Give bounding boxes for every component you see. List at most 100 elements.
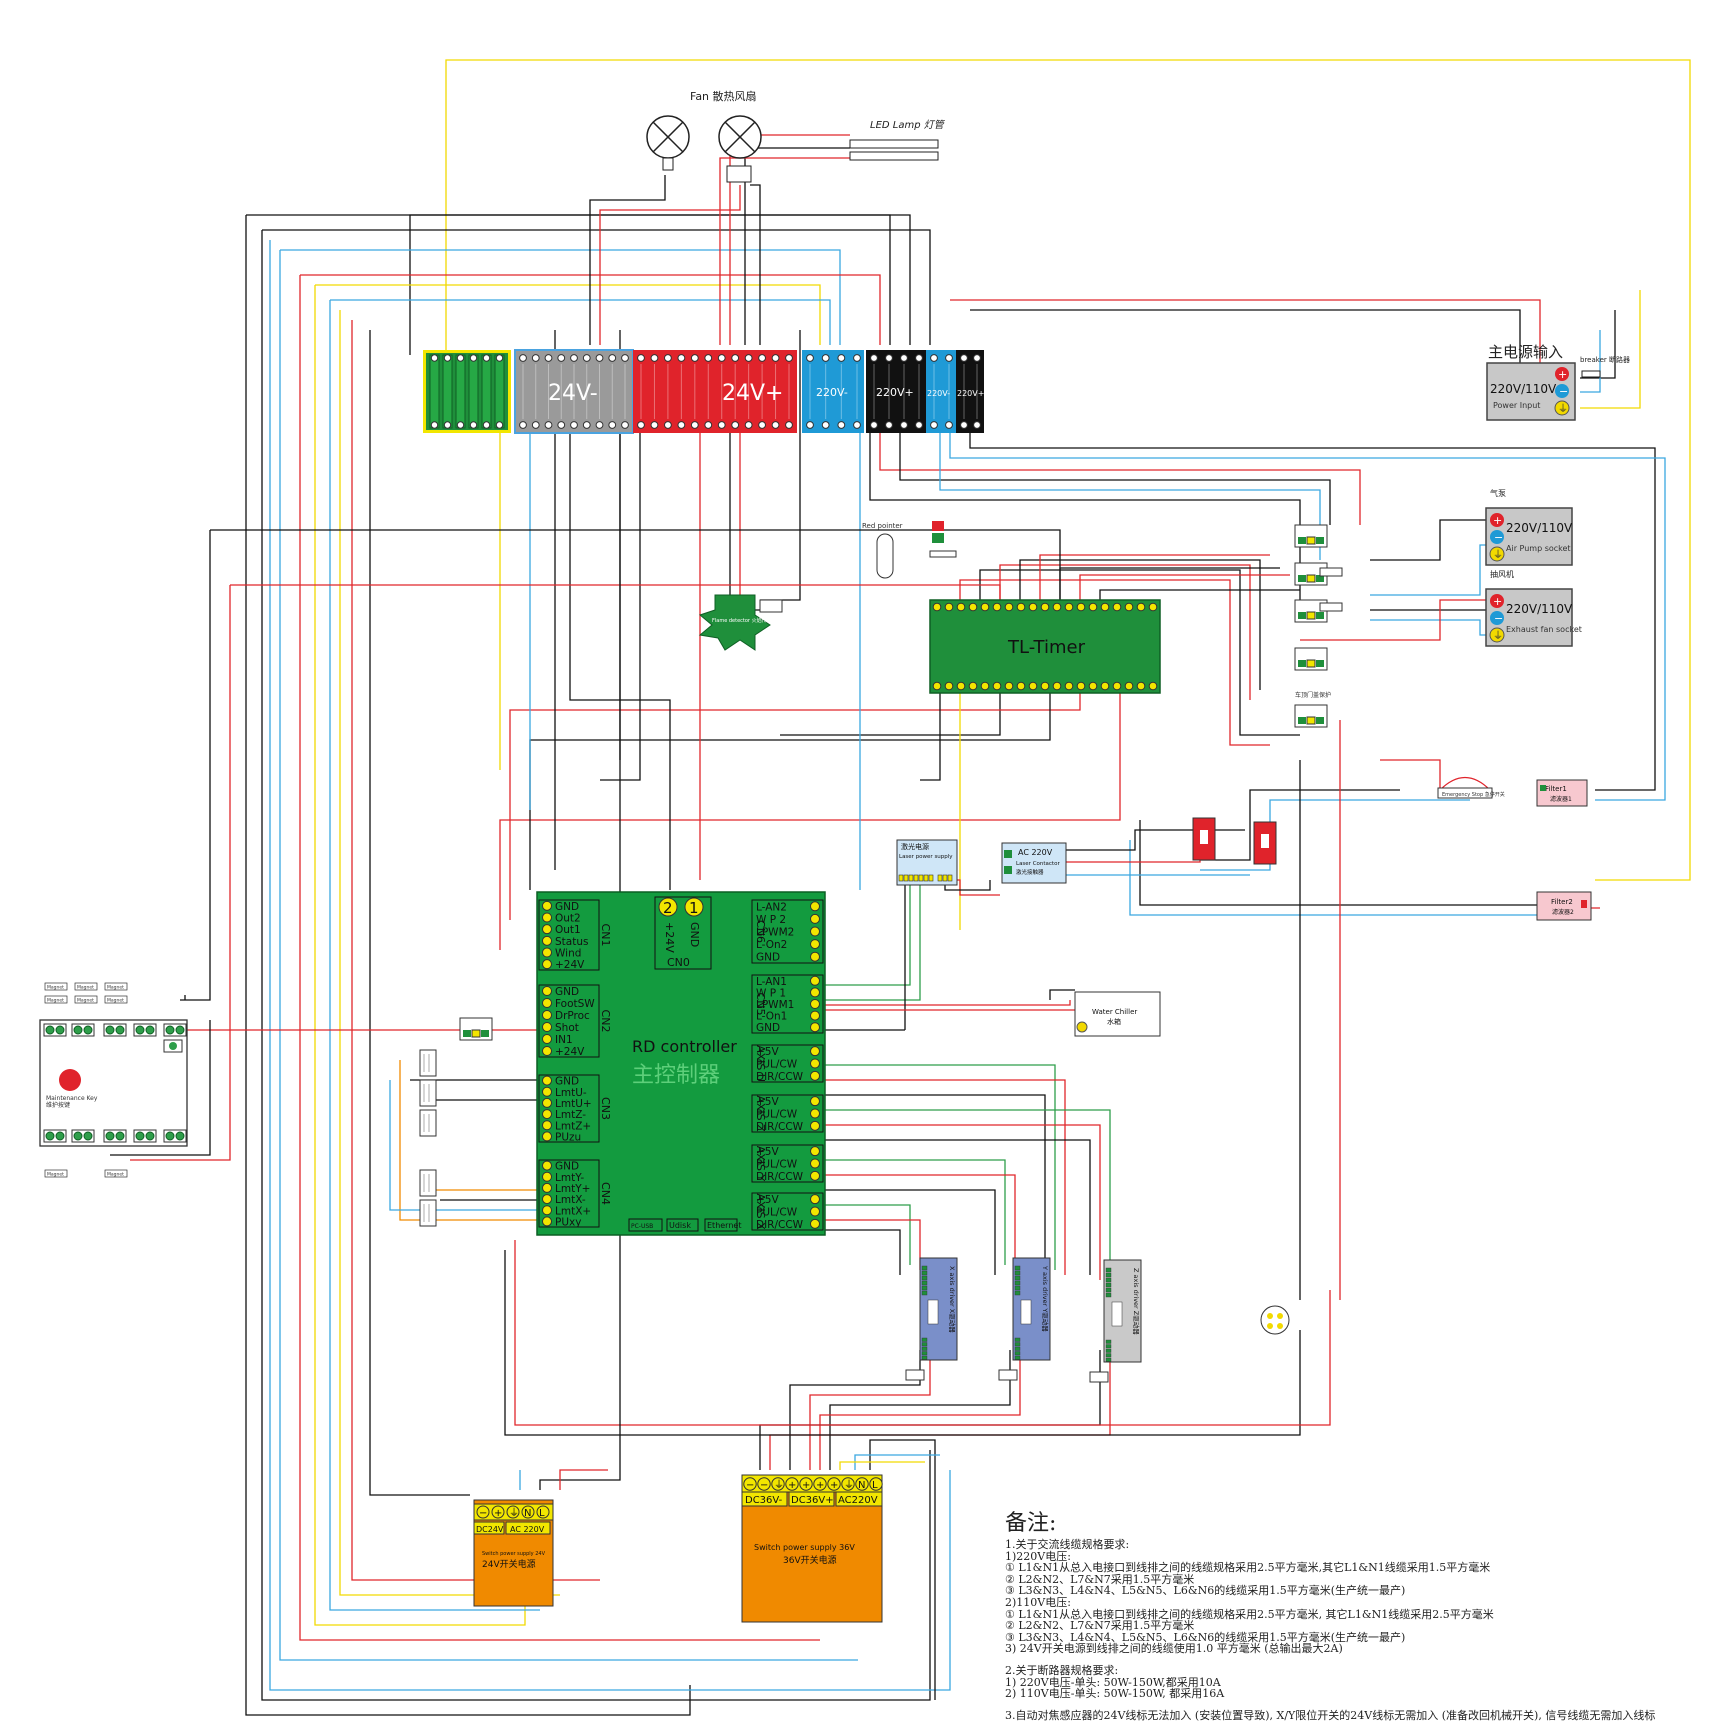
- flame-label: Flame detector 火焰传感器: [712, 617, 777, 624]
- busbar-green-strip: [442, 354, 453, 429]
- terminal-pin-icon: [980, 681, 990, 691]
- magnet-label: Magnet: [107, 1172, 124, 1178]
- terminal-pin-icon: [542, 1160, 552, 1171]
- pin-label: +24V: [555, 959, 585, 971]
- terminal-pin-icon: [542, 959, 552, 970]
- terminal-screw-icon: [664, 421, 672, 429]
- notes-title: 备注:: [1005, 1511, 1057, 1536]
- fan-label: Fan 散热风扇: [690, 89, 757, 103]
- psu-terminal-icon: [869, 1477, 883, 1491]
- terminal-pin-icon: [992, 602, 1002, 612]
- relays: 车顶门盖保护: [1294, 524, 1343, 728]
- pin-label: LmtZ-: [555, 1109, 586, 1121]
- terminal-pin-icon: [1136, 681, 1146, 691]
- terminal-pin-icon: [542, 1120, 552, 1131]
- psu24-dc-label: DC24V: [476, 1525, 504, 1534]
- svg-text:−: −: [1494, 612, 1503, 625]
- terminal-screw-icon: [837, 421, 846, 429]
- terminal-pin-icon: [980, 602, 990, 612]
- terminal-pin-icon: [542, 1131, 552, 1142]
- terminal-screw-icon: [870, 354, 878, 362]
- terminal-screw-icon: [430, 421, 439, 429]
- laser-power-supply: 激光电源 Laser power supply: [896, 839, 958, 886]
- busbar-220v-plus: [866, 350, 926, 433]
- busbar-green-strip: [468, 354, 479, 429]
- note-line: ② L2&N2、L7&N7采用1.5平方毫米: [1005, 1572, 1195, 1586]
- door-connector: [1260, 1305, 1290, 1335]
- psu-terminal-icon: [799, 1477, 813, 1491]
- terminal-screw-icon: [785, 421, 793, 429]
- terminal-pin-icon: [542, 998, 552, 1008]
- psu-terminal-icon: [491, 1505, 505, 1519]
- terminal-pin-icon: [810, 1120, 820, 1131]
- psu-terminal-icon: [521, 1505, 535, 1519]
- connector-cn3: [538, 1074, 600, 1143]
- cn0-pin-number: 2: [663, 899, 673, 917]
- busbar-24v-minus-label: 24V-: [548, 381, 598, 406]
- relay-coil: [1319, 602, 1343, 612]
- terminal-screw-icon: [544, 354, 553, 362]
- psu-terminal-symbol: +: [802, 1480, 810, 1491]
- pin-label: L-On2: [756, 939, 787, 951]
- terminal-pin-icon: [1088, 681, 1098, 691]
- port-label: Udisk: [669, 1221, 691, 1230]
- busbar-220v-plus-2: [956, 350, 984, 433]
- psu-terminal-symbol: ⏚: [774, 1479, 784, 1491]
- busbar-220v-minus-2-label: 220V-: [927, 389, 950, 398]
- psu24-cn: 24V开关电源: [482, 1558, 536, 1570]
- note-line: ① L1&N1从总入电接口到线排之间的线缆规格采用2.5平方毫米,其它L1&N1…: [1005, 1561, 1491, 1575]
- motor-connector: [1089, 1371, 1109, 1383]
- terminal-screw-icon: [690, 421, 699, 429]
- connector-cn0: [654, 896, 712, 970]
- terminal-screw-icon: [621, 354, 629, 362]
- terminal-screw-icon: [650, 354, 659, 362]
- connector-label: AXIS U: [754, 1045, 767, 1082]
- terminal-pin-icon: [1124, 602, 1134, 612]
- terminal-screw-icon: [771, 354, 780, 362]
- connector-label: AXIS X: [754, 1193, 767, 1230]
- connector-label: CN1: [599, 924, 612, 947]
- psu36-cn: 36V开关电源: [783, 1554, 837, 1566]
- psu24-en: Switch power supply 24V: [482, 1551, 546, 1557]
- pin-label: GND: [555, 986, 579, 998]
- limit-switch: [419, 1169, 437, 1197]
- terminal-screw-icon: [785, 354, 793, 362]
- pin-label: LPWM1: [756, 999, 794, 1011]
- terminal-pin-icon: [810, 1206, 820, 1217]
- terminal-screw-icon: [885, 354, 893, 362]
- emergency-stop: Emergency Stop 急停开关: [1437, 776, 1505, 799]
- psu36-dcp: DC36V+: [791, 1495, 834, 1506]
- magnet-label: Magnet: [77, 998, 94, 1004]
- terminal-screw-icon: [650, 421, 659, 429]
- terminal-pin-icon: [810, 926, 820, 937]
- terminal-screw-icon: [608, 421, 617, 429]
- pin-label: IN1: [555, 1034, 573, 1046]
- pin-label: LmtX-: [555, 1194, 586, 1206]
- terminal-screw-icon: [664, 354, 672, 362]
- psu24-ac-label: AC 220V: [510, 1525, 545, 1534]
- filter-2: Filter2 滤波器2: [1536, 891, 1592, 921]
- terminal-pin-icon: [1100, 681, 1110, 691]
- terminal-screw-icon: [744, 421, 753, 429]
- terminal-screw-icon: [531, 421, 540, 429]
- terminal-pin-icon: [542, 935, 552, 946]
- terminal-screw-icon: [704, 421, 713, 429]
- psu-terminal-symbol: −: [760, 1480, 768, 1491]
- connector-label: CN4: [599, 1182, 612, 1205]
- terminal-screw-icon: [637, 421, 645, 429]
- terminal-screw-icon: [806, 421, 814, 429]
- pin-label: GND: [756, 952, 780, 964]
- air-pump-title: 气泵: [1490, 488, 1506, 498]
- cn0-pin-label: GND: [688, 922, 701, 947]
- busbar-220v-plus-label: 220V+: [876, 386, 914, 399]
- magnet-label: Magnet: [77, 985, 94, 991]
- pin-label: LmtU+: [555, 1098, 592, 1110]
- psu-terminal-icon: [785, 1477, 799, 1491]
- note-line: ③ L3&N3、L4&N4、L5&N5、L6&N6的线缆采用1.5平方毫米(生产…: [1005, 1584, 1406, 1598]
- terminal-screw-icon: [544, 421, 553, 429]
- driver-label: Y axis driver Y驱动器: [1041, 1265, 1049, 1332]
- terminal-pin-icon: [810, 1194, 820, 1205]
- filter-1: Filter1 滤波器1: [1536, 779, 1588, 807]
- busbar-green-strip: [481, 354, 492, 429]
- terminal-pin-icon: [992, 681, 1002, 691]
